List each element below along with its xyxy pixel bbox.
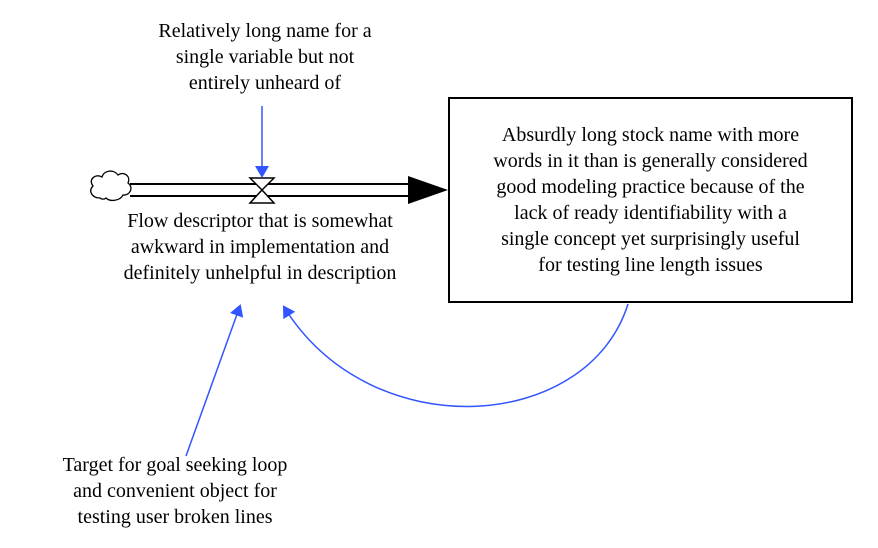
stock-box[interactable]: Absurdly long stock name with more words… — [448, 97, 853, 303]
link-stock-to-flow[interactable] — [282, 303, 629, 408]
link-target-to-flow[interactable] — [185, 304, 244, 457]
auxiliary-variable-label[interactable]: Relatively long name for a single variab… — [158, 20, 372, 94]
valve-icon[interactable] — [248, 177, 276, 204]
stock-label: Absurdly long stock name with more words… — [493, 124, 808, 276]
cloud-icon[interactable] — [90, 170, 132, 202]
flow-pipe[interactable] — [130, 183, 410, 197]
flow-label[interactable]: Flow descriptor that is somewhat awkward… — [123, 210, 397, 284]
target-variable-label[interactable]: Target for goal seeking loop and conveni… — [62, 454, 288, 528]
flow-arrowhead — [408, 176, 448, 204]
